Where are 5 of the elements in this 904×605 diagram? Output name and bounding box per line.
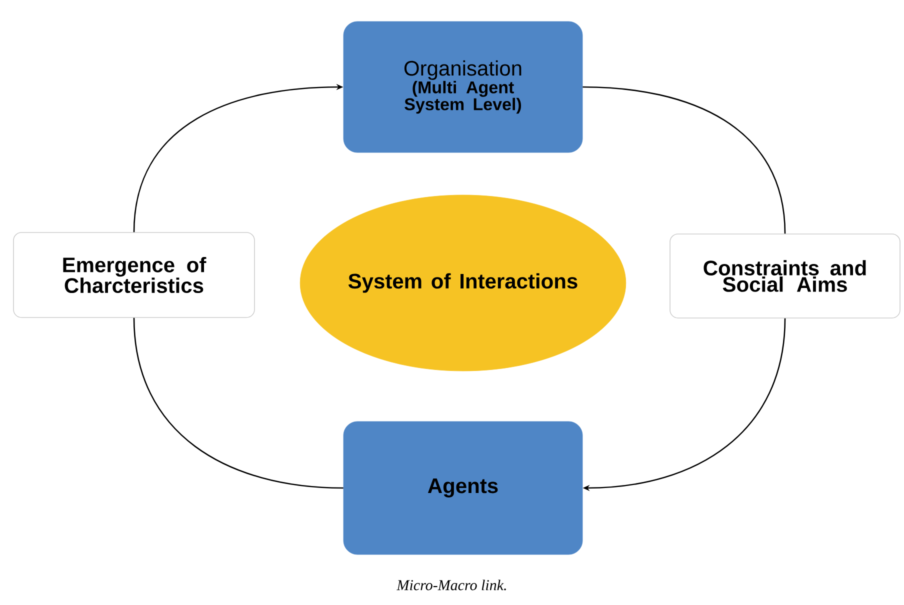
process-box: Organisation (Multi Agent System Level) bbox=[343, 21, 583, 153]
text-box: Emergence of Charcteristics bbox=[13, 232, 255, 318]
process-box: Agents bbox=[343, 421, 583, 555]
text-box: Constraints and Social Aims bbox=[670, 234, 900, 318]
caption: Micro-Macro link. bbox=[396, 580, 506, 590]
